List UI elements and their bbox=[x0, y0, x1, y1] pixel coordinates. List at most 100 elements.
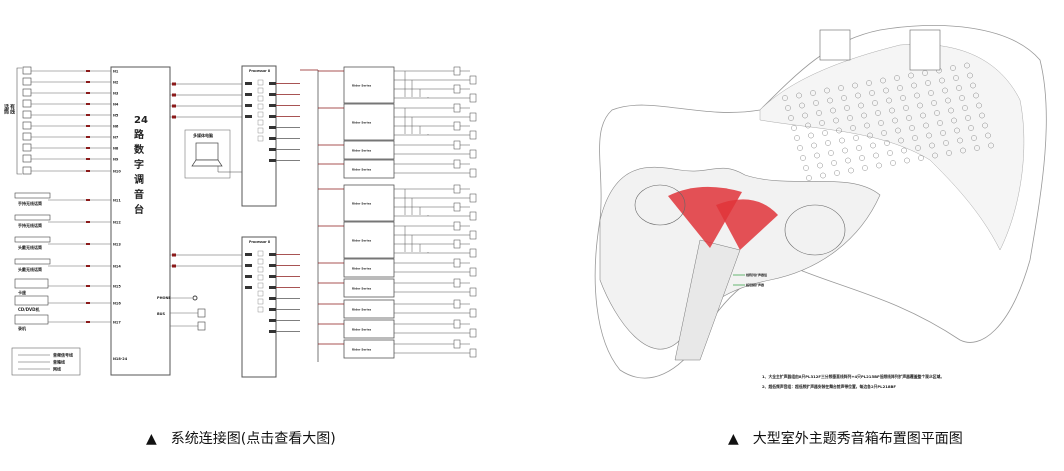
speaker-icon bbox=[469, 168, 477, 178]
seat-icon bbox=[834, 170, 840, 176]
processor-output bbox=[269, 137, 276, 140]
speaker-icon bbox=[453, 121, 461, 131]
monitor-speaker-icon bbox=[197, 321, 206, 331]
processor-output bbox=[269, 275, 276, 278]
button-icon bbox=[257, 266, 264, 273]
processor-output bbox=[269, 308, 276, 311]
connector bbox=[86, 243, 90, 245]
input-label: N8 bbox=[113, 147, 119, 151]
amplifier-label: Rider Series bbox=[352, 202, 372, 206]
amplifier-box bbox=[343, 103, 395, 141]
processor-input bbox=[245, 275, 252, 278]
building-icon bbox=[819, 29, 851, 61]
phone-label: PHONE bbox=[157, 296, 171, 300]
seat-icon bbox=[970, 82, 976, 89]
seat-icon bbox=[856, 145, 862, 151]
seat-icon bbox=[870, 142, 876, 149]
speaker-icon bbox=[469, 328, 477, 338]
input-label: N14 bbox=[113, 265, 121, 269]
connector bbox=[172, 264, 176, 268]
speaker-icon bbox=[453, 103, 461, 113]
source-device-icon bbox=[14, 236, 51, 243]
speaker-icon bbox=[469, 130, 477, 140]
connector bbox=[172, 253, 176, 257]
seat-icon bbox=[825, 140, 831, 146]
processor-output bbox=[269, 126, 276, 129]
amplifier-label: Rider Series bbox=[352, 84, 372, 88]
amplifier-box bbox=[343, 159, 395, 179]
processor-input bbox=[245, 264, 252, 267]
seat-icon bbox=[974, 145, 980, 151]
headphone-icon bbox=[192, 295, 198, 301]
connector bbox=[172, 82, 176, 86]
amplifier-box bbox=[343, 184, 395, 222]
seat-icon bbox=[959, 95, 965, 101]
seat-icon bbox=[867, 132, 873, 139]
seat-icon bbox=[960, 147, 966, 154]
input-label: N16 bbox=[113, 302, 121, 306]
seat-icon bbox=[855, 92, 861, 99]
seat-icon bbox=[785, 105, 791, 111]
amplifier-label: Rider Series bbox=[352, 308, 372, 312]
seat-icon bbox=[979, 112, 985, 119]
seat-icon bbox=[988, 142, 994, 149]
seat-icon bbox=[931, 100, 937, 106]
source-device-icon bbox=[14, 214, 51, 221]
mixer-title-char: 路 bbox=[134, 128, 145, 141]
processor-input bbox=[245, 115, 252, 118]
button-icon bbox=[257, 306, 264, 313]
mic-icon bbox=[22, 110, 32, 119]
seat-icon bbox=[948, 107, 954, 114]
seat-icon bbox=[945, 97, 951, 104]
laptop-base bbox=[191, 159, 223, 167]
mixer-title-char: 台 bbox=[134, 203, 144, 216]
seat-icon bbox=[803, 165, 809, 171]
seat-icon bbox=[878, 120, 884, 126]
processor-output bbox=[269, 253, 276, 256]
seat-icon bbox=[861, 112, 867, 119]
speaker-icon bbox=[453, 299, 461, 309]
seat-icon bbox=[862, 165, 868, 171]
seat-icon bbox=[964, 62, 970, 69]
bus-label: BUS bbox=[157, 312, 166, 316]
speaker-icon bbox=[469, 112, 477, 122]
connector bbox=[172, 104, 176, 108]
seat-icon bbox=[828, 150, 834, 156]
system-connection-diagram[interactable]: 24路数字调音台N1N2N3N4N5N6N7N8N9N10N11N12N13N1… bbox=[0, 0, 1064, 420]
seat-icon bbox=[985, 132, 991, 139]
speaker-icon bbox=[453, 159, 461, 169]
seat-icon bbox=[805, 122, 811, 129]
processor-label: Processor 8 bbox=[249, 240, 271, 244]
triangle-icon: ▲ bbox=[728, 431, 739, 447]
button-icon bbox=[257, 298, 264, 305]
mixer-title-char: 调 bbox=[134, 173, 144, 186]
seat-icon bbox=[895, 127, 901, 134]
seat-icon bbox=[830, 107, 836, 114]
seat-icon bbox=[853, 135, 859, 141]
processor-output bbox=[269, 264, 276, 267]
sculpture-icon bbox=[784, 204, 846, 256]
seat-icon bbox=[890, 160, 896, 166]
source-device-icon bbox=[14, 314, 49, 325]
mic-icon bbox=[22, 88, 32, 97]
seat-icon bbox=[847, 115, 853, 121]
caption-system-diagram[interactable]: ▲系统连接图(点击查看大图) bbox=[146, 428, 336, 448]
amplifier-box bbox=[343, 140, 395, 160]
seat-icon bbox=[901, 147, 907, 154]
button-icon bbox=[257, 282, 264, 289]
source-device-icon bbox=[14, 192, 51, 199]
button-icon bbox=[257, 111, 264, 118]
laptop-icon bbox=[195, 142, 219, 161]
speaker-icon bbox=[469, 93, 477, 103]
connector bbox=[86, 285, 90, 287]
seat-icon bbox=[892, 117, 898, 124]
mic-icon bbox=[22, 66, 32, 75]
legend-label: 网线 bbox=[53, 366, 61, 372]
input-label: N6 bbox=[113, 125, 119, 129]
input-label: N17 bbox=[113, 321, 121, 325]
mixer-box bbox=[110, 66, 171, 376]
connector bbox=[86, 302, 90, 304]
connector bbox=[86, 125, 90, 127]
speaker-icon bbox=[469, 75, 477, 85]
processor-input bbox=[245, 104, 252, 107]
